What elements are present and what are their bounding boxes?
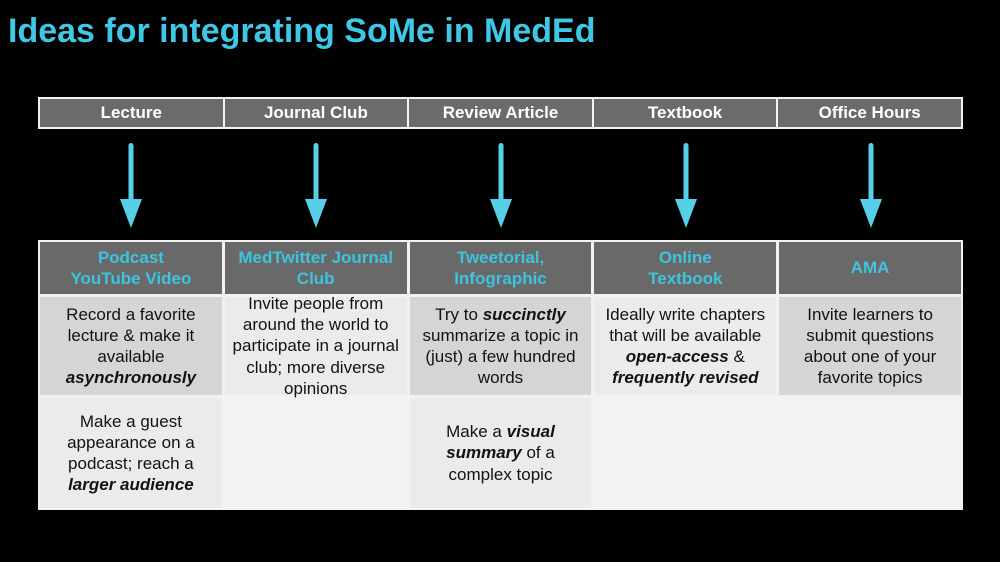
table-header-tweetorial-infographic: Tweetorial, Infographic bbox=[409, 242, 592, 294]
tip-infographic-visual-summary: Make a visual summary of a complex topic bbox=[409, 398, 592, 508]
arrow-slot bbox=[593, 142, 778, 234]
down-arrow-icon bbox=[119, 143, 142, 228]
table-header-medtwitter-journal-club: MedTwitter Journal Club bbox=[224, 242, 407, 294]
table-header-podcast: Podcast YouTube Video bbox=[40, 242, 222, 294]
tip-journal-club: Invite people from around the world to p… bbox=[224, 294, 407, 398]
down-arrow-icon bbox=[489, 143, 512, 228]
slide-title: Ideas for integrating SoMe in MedEd bbox=[8, 12, 596, 50]
tip-online-textbook: Ideally write chapters that will be avai… bbox=[594, 297, 777, 395]
category-textbook: Textbook bbox=[593, 99, 777, 127]
down-arrow-icon bbox=[674, 143, 697, 228]
arrow-slot bbox=[778, 142, 963, 234]
category-review-article: Review Article bbox=[409, 99, 592, 127]
down-arrow-icon bbox=[304, 143, 327, 228]
tip-tweetorial-summarize: Try to succinctly summarize a topic in (… bbox=[409, 297, 592, 395]
down-arrow-icon bbox=[859, 143, 882, 228]
arrow-slot bbox=[408, 142, 593, 234]
tip-podcast-guest-appearance: Make a guest appearance on a podcast; re… bbox=[40, 398, 222, 508]
table-header-online-textbook: Online Textbook bbox=[594, 242, 777, 294]
category-header-row: Lecture Journal Club Review Article Text… bbox=[38, 97, 963, 129]
ideas-table: Podcast YouTube Video MedTwitter Journal… bbox=[38, 240, 963, 510]
category-office-hours: Office Hours bbox=[778, 99, 961, 127]
arrow-slot bbox=[223, 142, 408, 234]
table-header-ama: AMA bbox=[779, 242, 961, 294]
tip-podcast-record-lecture: Record a favorite lecture & make it avai… bbox=[40, 297, 222, 395]
tip-ama: Invite learners to submit questions abou… bbox=[779, 297, 961, 395]
arrow-row bbox=[38, 142, 963, 234]
category-lecture: Lecture bbox=[40, 99, 223, 127]
category-journal-club: Journal Club bbox=[224, 99, 408, 127]
arrow-slot bbox=[38, 142, 223, 234]
